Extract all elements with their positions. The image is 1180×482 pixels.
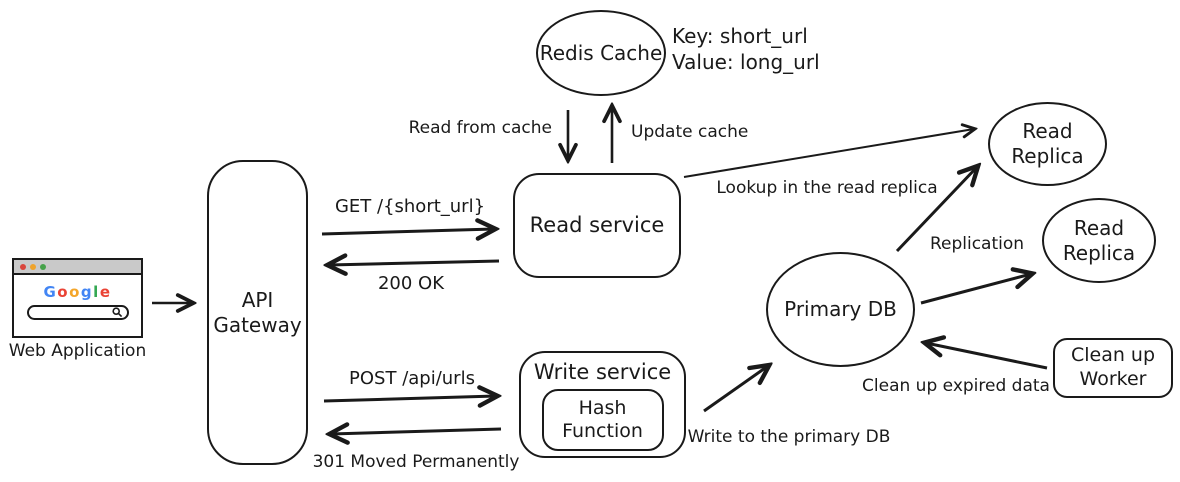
200-ok-edge-label: 200 OK — [377, 273, 445, 294]
cache-value-line: Value: long_url — [672, 50, 820, 74]
web-application-node: Google — [12, 258, 143, 338]
browser-titlebar — [14, 260, 141, 275]
301-arrow — [331, 429, 502, 434]
cache-key-value-annotation: Key: short_url Value: long_url — [672, 23, 820, 75]
lookup-read-replica-arrow — [683, 129, 974, 178]
api-gateway-node: API Gateway — [207, 160, 308, 465]
301-edge-label: 301 Moved Permanently — [312, 452, 520, 472]
hash-function-label: Hash Function — [562, 396, 643, 443]
redis-cache-label: Redis Cache — [539, 40, 663, 65]
post-edge-label: POST /api/urls — [349, 368, 475, 389]
primary-db-label: Primary DB — [784, 297, 897, 321]
replication-arrow — [920, 274, 1031, 305]
cleanup-edge-label: Clean up expired data — [862, 376, 1050, 396]
get-edge-label: GET /{short_url} — [334, 196, 486, 217]
lookup-edge-label: Lookup in the read replica — [716, 178, 938, 198]
write-service-node: Write service Hash Function — [519, 351, 686, 458]
cleanup-worker-label: Clean up Worker — [1070, 344, 1156, 390]
redis-cache-node: Redis Cache — [536, 10, 666, 96]
read-service-node: Read service — [513, 173, 681, 278]
update-cache-edge-label: Update cache — [631, 122, 749, 142]
write-to-db-edge-label: Write to the primary DB — [687, 427, 891, 447]
read-replica-1-node: Read Replica — [988, 102, 1107, 186]
magnifier-icon — [111, 307, 122, 318]
post-arrow — [323, 396, 496, 401]
api-gateway-label: API Gateway — [213, 287, 302, 337]
web-application-caption: Web Application — [8, 341, 147, 361]
200-ok-arrow — [329, 261, 500, 265]
read-from-cache-edge-label: Read from cache — [408, 118, 552, 138]
read-replica-1-label: Read Replica — [1011, 119, 1084, 168]
read-service-label: Read service — [529, 213, 665, 238]
read-replica-2-node: Read Replica — [1042, 198, 1156, 283]
google-logo: Google — [43, 283, 112, 301]
hash-function-node: Hash Function — [541, 389, 664, 452]
cleanup-arrow — [926, 343, 1048, 370]
traffic-light-yellow-icon — [30, 263, 36, 270]
get-arrow — [321, 229, 494, 234]
cache-key-line: Key: short_url — [672, 24, 808, 48]
write-to-db-arrow — [703, 366, 768, 413]
primary-db-node: Primary DB — [766, 252, 915, 367]
write-service-label: Write service — [533, 360, 672, 384]
cleanup-worker-node: Clean up Worker — [1053, 338, 1173, 398]
read-replica-2-label: Read Replica — [1062, 215, 1136, 265]
replication-edge-label: Replication — [929, 234, 1025, 254]
traffic-light-green-icon — [40, 263, 46, 270]
search-input — [26, 305, 129, 320]
traffic-light-red-icon — [20, 263, 26, 270]
db-to-replica1-arrow — [895, 167, 977, 253]
